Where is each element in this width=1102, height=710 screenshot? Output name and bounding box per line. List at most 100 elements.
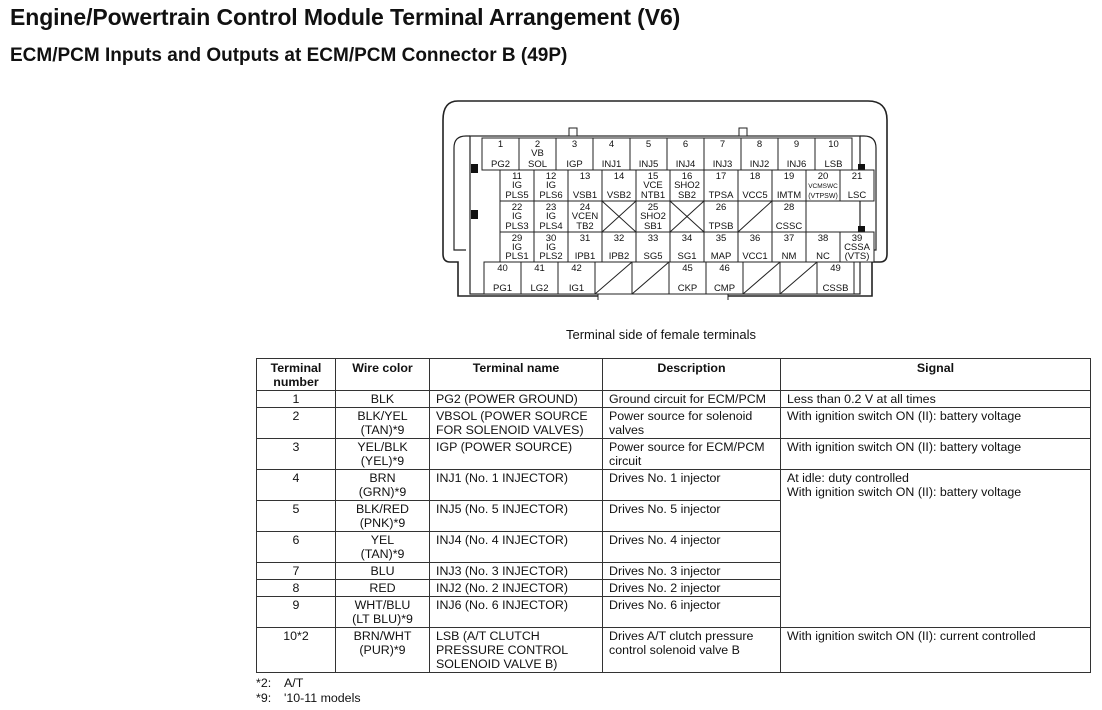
terminal-signal: IPB1	[575, 251, 596, 262]
terminal-number: 20	[818, 171, 829, 182]
wire-color-cell: BLK	[335, 390, 430, 408]
header-signal: Signal	[780, 358, 1091, 391]
terminal-number: 8	[757, 139, 762, 150]
terminal-name-cell: INJ1 (No. 1 INJECTOR)	[429, 469, 603, 501]
terminal-number: 49	[830, 263, 841, 274]
terminal-signal: PLS6	[539, 190, 562, 201]
terminal-cell	[816, 261, 855, 295]
terminal-number: 29	[512, 233, 523, 244]
terminal-signal: PLS3	[505, 221, 528, 232]
terminal-number: 37	[784, 233, 795, 244]
wire-color-alt: (PUR)*9	[359, 643, 406, 657]
wire-color-alt: (GRN)*9	[358, 485, 407, 499]
terminal-cell	[483, 261, 522, 295]
terminal-cell	[520, 261, 559, 295]
terminal-number: 46	[719, 263, 730, 274]
terminal-cell	[839, 169, 875, 202]
terminal-signal: PLS5	[505, 190, 528, 201]
terminal-number: 12	[546, 171, 557, 182]
description-cell: Drives No. 1 injector	[602, 469, 781, 501]
terminal-number: 23	[546, 202, 557, 213]
description-cell: Drives No. 5 injector	[602, 500, 781, 532]
terminal-signal: PLS1	[505, 251, 528, 262]
terminal-signal: TB2	[576, 221, 593, 232]
wire-color-cell: BLK/YEL(TAN)*9	[335, 407, 430, 439]
signal-cell	[780, 596, 1091, 628]
terminal-cell	[567, 200, 603, 233]
terminal-label: VCE	[643, 180, 663, 191]
terminal-number-cell: 3	[256, 438, 336, 470]
terminal-cell	[601, 169, 637, 202]
terminal-signal: INJ1	[602, 159, 622, 170]
wire-color-cell: BLU	[335, 562, 430, 580]
terminal-cell	[533, 200, 569, 233]
wire-color-alt: (LT BLU)*9	[352, 612, 413, 626]
terminal-signal: CMP	[714, 283, 735, 294]
page-subtitle: ECM/PCM Inputs and Outputs at ECM/PCM Co…	[10, 45, 568, 66]
terminal-number: 34	[682, 233, 693, 244]
terminal-signal: IPB2	[609, 251, 630, 262]
terminal-cell	[805, 231, 841, 263]
wire-color-cell: BLK/RED(PNK)*9	[335, 500, 430, 532]
terminal-signal: INJ5	[639, 159, 659, 170]
terminal-number-cell: 7	[256, 562, 336, 580]
terminal-number: 15	[648, 171, 659, 182]
page-title: Engine/Powertrain Control Module Termina…	[10, 4, 681, 30]
terminal-cell	[814, 137, 853, 171]
wire-color-alt: (YEL)*9	[360, 454, 405, 468]
terminal-name-cell: VBSOL (POWER SOURCE FOR SOLENOID VALVES)	[429, 407, 603, 439]
terminal-number: 11	[512, 171, 522, 182]
signal-cell: With ignition switch ON (II): current co…	[780, 627, 1091, 673]
terminal-number: 35	[716, 233, 727, 244]
terminal-cell	[839, 231, 875, 263]
terminal-number: 32	[614, 233, 625, 244]
terminal-signal: TPSB	[709, 221, 734, 232]
header-terminal-number: Terminal number	[256, 358, 336, 391]
terminal-signal: SG1	[677, 251, 696, 262]
wire-color: BLK/RED	[355, 502, 410, 516]
terminal-signal: SB1	[644, 221, 662, 232]
wire-color-cell: WHT/BLU(LT BLU)*9	[335, 596, 430, 628]
wire-color-alt: (PNK)*9	[359, 516, 406, 530]
header-description: Description	[602, 358, 781, 391]
blank-diagonal	[737, 200, 773, 233]
description-cell: Power source for solenoid valves	[602, 407, 781, 439]
signal-cell: With ignition switch ON (II): battery vo…	[780, 438, 1091, 470]
description-cell: Drives A/T clutch pressure control solen…	[602, 627, 781, 673]
terminal-signal: PG1	[493, 283, 512, 294]
terminal-signal: NM	[782, 251, 797, 262]
blank-cross	[669, 200, 705, 233]
wire-color-cell: YEL/BLK(YEL)*9	[335, 438, 430, 470]
description-cell: Drives No. 6 injector	[602, 596, 781, 628]
terminal-number: 31	[580, 233, 591, 244]
terminal-number: 30	[546, 233, 557, 244]
terminal-cell	[805, 169, 841, 202]
description-cell: Drives No. 4 injector	[602, 531, 781, 563]
wire-color: BLK	[370, 392, 395, 406]
terminal-signal: VCC1	[742, 251, 767, 262]
terminal-number: 13	[580, 171, 591, 182]
terminal-number: 2	[535, 139, 540, 150]
key-notch-left	[568, 127, 578, 137]
lock-tab	[471, 164, 478, 173]
blank-diagonal	[742, 261, 781, 295]
terminal-label: CSSA	[844, 242, 871, 253]
wire-color-cell: YEL(TAN)*9	[335, 531, 430, 563]
terminal-signal: SB2	[678, 190, 696, 201]
terminal-number: 1	[498, 139, 503, 150]
terminal-cell	[635, 169, 671, 202]
terminal-label: VB	[531, 148, 544, 159]
wire-color: BRN	[369, 471, 396, 485]
lock-tab	[471, 210, 478, 219]
terminal-cell	[737, 231, 773, 263]
wire-color: BRN/WHT	[353, 629, 412, 643]
terminal-cell	[669, 231, 705, 263]
signal-cell	[780, 531, 1091, 563]
signal-cell: At idle: duty controlled With ignition s…	[780, 469, 1091, 501]
housing-inner-right	[860, 135, 877, 251]
